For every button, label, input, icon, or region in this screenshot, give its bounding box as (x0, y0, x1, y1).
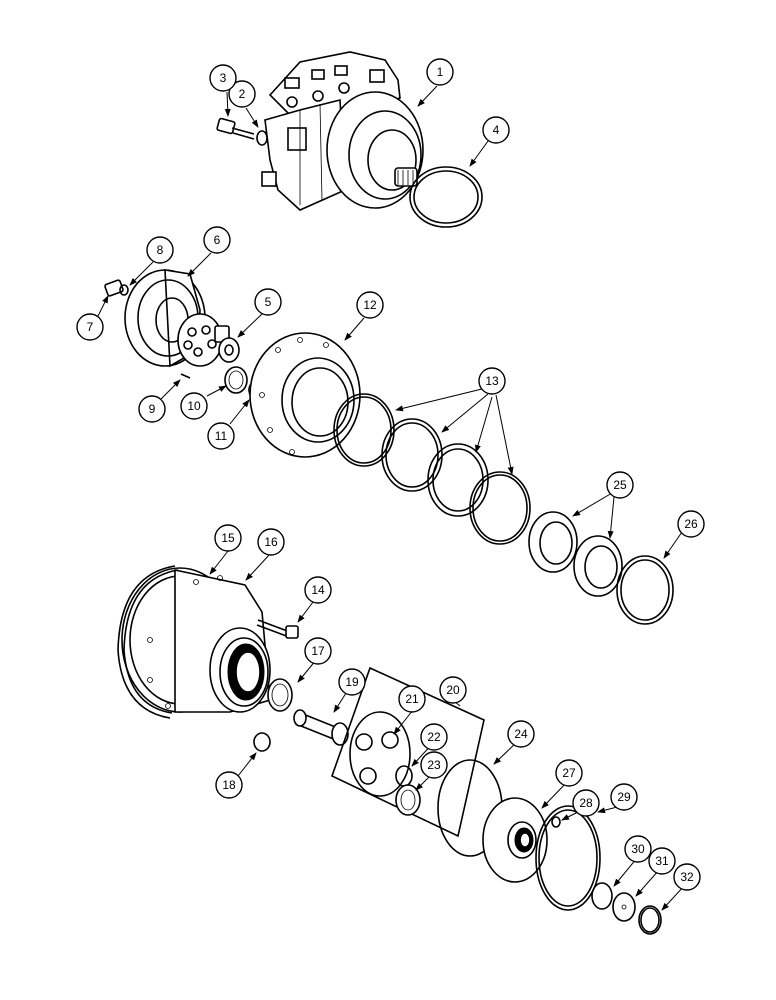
callout-9: 9 (138, 395, 166, 423)
svg-text:6: 6 (214, 233, 221, 247)
callout-1: 1 (426, 58, 454, 86)
svg-text:26: 26 (684, 517, 698, 531)
callout-21: 21 (398, 685, 426, 713)
svg-text:28: 28 (579, 796, 593, 810)
o-ring-4 (409, 166, 483, 228)
callout-31: 31 (648, 847, 676, 875)
callout-23: 23 (420, 751, 448, 779)
callout-3: 3 (209, 64, 237, 92)
callout-10: 10 (180, 392, 208, 420)
callout-20: 20 (439, 676, 467, 704)
bearings-25 (528, 511, 623, 597)
o-ring-29 (535, 805, 601, 911)
washer-5-bore (224, 344, 234, 356)
svg-text:5: 5 (265, 295, 272, 309)
svg-text:12: 12 (363, 298, 377, 312)
ring-30 (591, 882, 613, 910)
svg-text:17: 17 (311, 644, 325, 658)
cylinder-block (177, 313, 230, 367)
hub-housing-16 (121, 567, 271, 713)
ring-26 (616, 555, 674, 625)
seal-rings-13 (333, 393, 531, 545)
gear-10 (224, 366, 248, 394)
callout-14: 14 (304, 576, 332, 604)
washer-5 (218, 337, 240, 363)
gear-23 (395, 784, 421, 816)
bolt-14 (256, 619, 299, 639)
flange-12 (249, 332, 361, 458)
svg-text:3: 3 (220, 71, 227, 85)
svg-text:25: 25 (613, 478, 627, 492)
svg-text:1: 1 (437, 65, 444, 79)
o-ring-15 (117, 565, 179, 719)
callout-24: 24 (507, 720, 535, 748)
snap-ring-32 (638, 905, 662, 935)
washer-2 (256, 130, 268, 146)
cover-27 (482, 797, 548, 883)
svg-text:27: 27 (562, 766, 576, 780)
svg-text:14: 14 (311, 583, 325, 597)
callout-26: 26 (677, 510, 705, 538)
shaft-19 (293, 709, 349, 746)
svg-text:32: 32 (680, 870, 694, 884)
svg-text:24: 24 (514, 727, 528, 741)
hydraulic-motor (261, 51, 424, 211)
svg-text:20: 20 (446, 683, 460, 697)
callout-27: 27 (555, 759, 583, 787)
pin-9 (180, 373, 191, 379)
svg-text:22: 22 (427, 730, 441, 744)
svg-text:15: 15 (221, 531, 235, 545)
svg-text:2: 2 (239, 87, 246, 101)
svg-text:9: 9 (149, 402, 156, 416)
callout-22: 22 (420, 723, 448, 751)
ring-8 (119, 284, 129, 296)
svg-text:31: 31 (655, 854, 669, 868)
callout-16: 16 (257, 528, 285, 556)
svg-text:21: 21 (405, 692, 419, 706)
cap-31 (612, 892, 636, 922)
svg-text:8: 8 (157, 243, 164, 257)
svg-text:13: 13 (485, 374, 499, 388)
callout-5: 5 (254, 288, 282, 316)
callout-13: 13 (478, 367, 506, 395)
callout-29: 29 (610, 783, 638, 811)
callout-30: 30 (624, 835, 652, 863)
svg-text:18: 18 (222, 778, 236, 792)
svg-text:29: 29 (617, 790, 631, 804)
svg-text:16: 16 (264, 535, 278, 549)
callout-18: 18 (215, 771, 243, 799)
callout-17: 17 (304, 637, 332, 665)
svg-text:30: 30 (631, 842, 645, 856)
callout-32: 32 (673, 863, 701, 891)
callout-19: 19 (338, 668, 366, 696)
bolt-3 (216, 117, 255, 140)
callout-7: 7 (76, 313, 104, 341)
svg-text:11: 11 (215, 429, 228, 443)
plug-28 (551, 816, 561, 828)
svg-text:4: 4 (493, 123, 500, 137)
svg-text:7: 7 (87, 320, 94, 334)
callout-2: 2 (228, 80, 256, 108)
svg-text:10: 10 (187, 399, 201, 413)
callout-25: 25 (606, 471, 634, 499)
callout-28: 28 (572, 789, 600, 817)
callout-12: 12 (356, 291, 384, 319)
callout-15: 15 (214, 524, 242, 552)
callout-6: 6 (203, 226, 231, 254)
callout-11: 11 (207, 422, 235, 450)
svg-text:23: 23 (427, 758, 441, 772)
plug-18 (253, 732, 271, 752)
svg-text:19: 19 (345, 675, 359, 689)
callout-8: 8 (146, 236, 174, 264)
callout-4: 4 (482, 116, 510, 144)
gear-17 (267, 678, 293, 712)
